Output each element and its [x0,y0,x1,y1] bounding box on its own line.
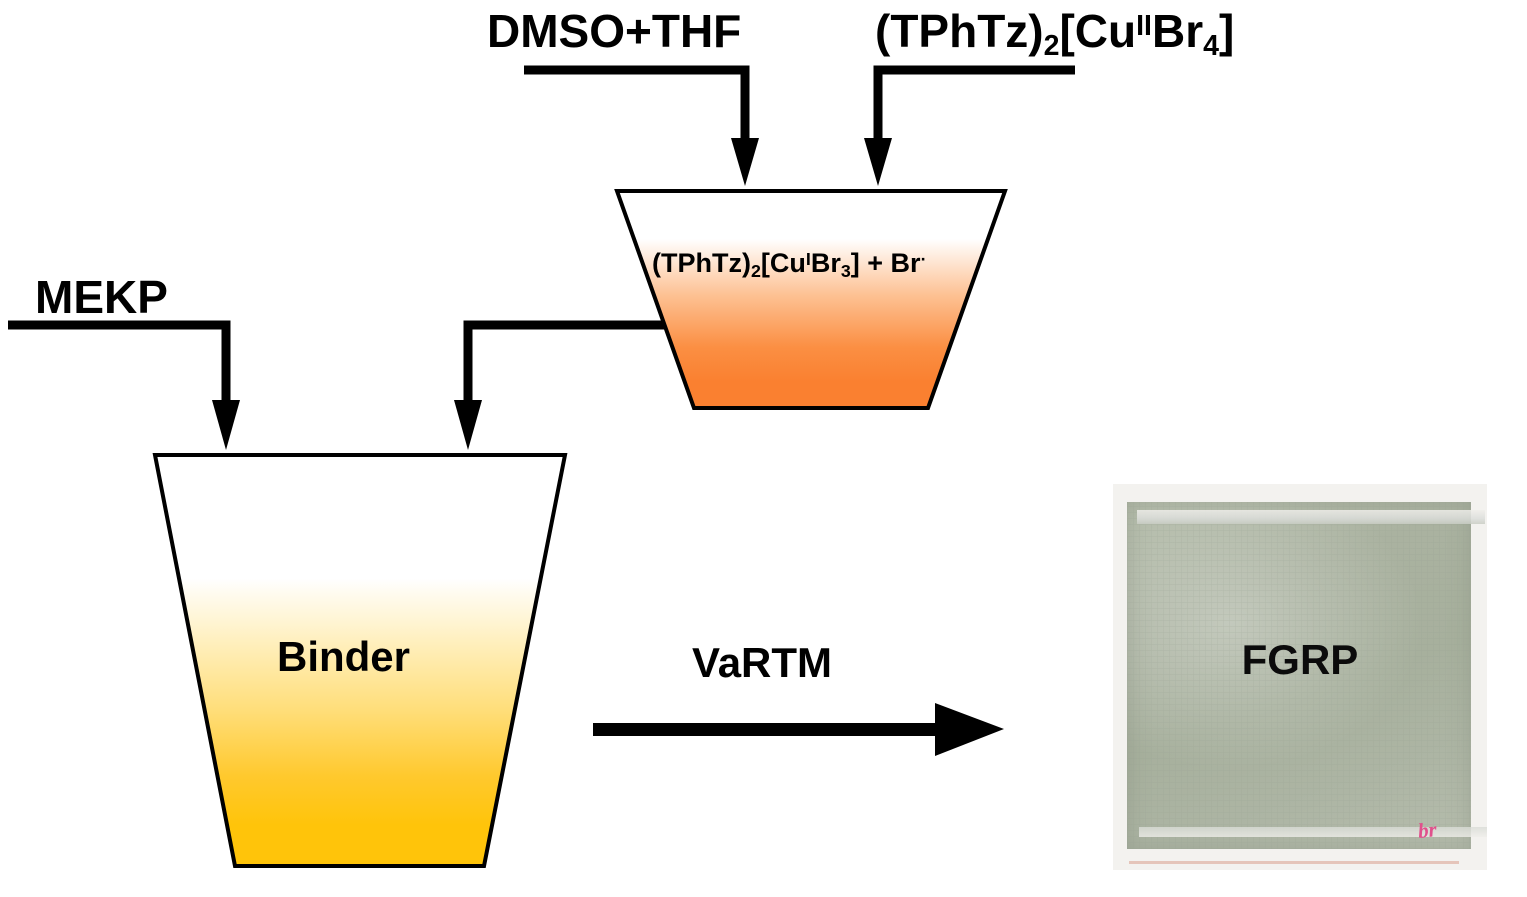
cu2-sup1: II [1136,10,1152,43]
fgrp-panel-photo: FGRP br [1113,484,1487,870]
fgrp-panel-top-edge [1137,510,1485,524]
fgrp-handwritten-mark: br [1416,817,1438,843]
cu2-part1: (TPhTz) [875,5,1044,57]
product-part3: Br [810,248,841,278]
product-sub1: 2 [750,261,761,282]
reaction-funnel-shape [614,189,1008,410]
binder-funnel-shape [152,453,568,868]
reaction-product-label: (TPhTz)2[CuIBr3] + Br· [652,248,927,281]
fgrp-panel-board [1127,502,1487,849]
label-copper-ii-complex: (TPhTz)2[CuIIBr4] [875,5,1235,60]
connector-dmso-thf [524,65,759,186]
product-sub2: 3 [840,261,851,282]
product-radical-dot: · [920,248,927,269]
fgrp-panel-weave-texture [1127,502,1471,849]
product-part1: (TPhTz) [652,248,751,278]
connector-reaction-to-binder [454,320,672,450]
label-mekp: MEKP [35,271,168,323]
label-binder: Binder [277,633,411,680]
label-fgrp: FGRP [1241,636,1359,683]
fgrp-panel-bottom-edge [1139,827,1487,837]
label-dmso-thf: DMSO+THF [487,5,742,57]
arrowhead-copper-complex [864,138,892,186]
cu2-sub2: 4 [1203,29,1219,62]
product-part4: ] + Br [850,248,921,278]
arrowhead-dmso-thf [731,138,759,186]
arrowhead-mekp [212,400,240,450]
product-sup1: I [805,248,811,269]
cu2-sub1: 2 [1043,29,1060,62]
connector-copper-complex [864,65,1075,186]
cu2-part4: ] [1218,5,1235,57]
arrowhead-reaction-to-binder [454,400,482,450]
product-part2: [Cu [760,248,806,278]
fgrp-panel-base-line [1129,861,1459,864]
connector-mekp [8,320,240,450]
cu2-part2: [Cu [1059,5,1137,57]
cu2-part3: Br [1151,5,1204,57]
label-vartm: VaRTM [692,639,833,686]
vartm-arrow-shape [593,703,1004,756]
